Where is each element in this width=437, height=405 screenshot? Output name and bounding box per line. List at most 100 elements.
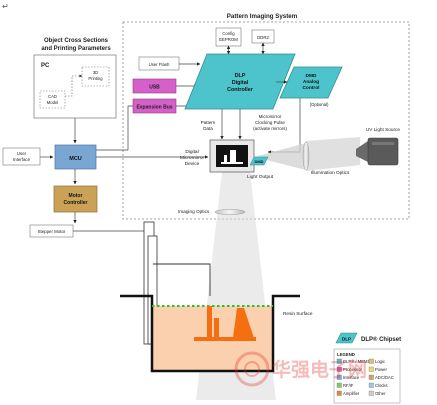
legend-label: RF/IF — [343, 383, 354, 388]
chipset-badge — [335, 332, 358, 344]
ddr2-label: DDR2 — [257, 35, 269, 40]
dlp-digital-controller — [184, 53, 296, 110]
mcu-to-expansion-link — [96, 105, 133, 151]
illumination-lens — [302, 141, 310, 171]
dmd-device-label-2: Micromirror — [180, 155, 205, 161]
legend-swatch — [368, 390, 374, 396]
illumination-beam — [306, 137, 360, 171]
micromirror-clock-label-2: Clocking Pulse — [255, 120, 285, 125]
legend-swatch — [336, 358, 342, 364]
printed-object-peak — [233, 308, 254, 338]
user-interface-label-1: User — [17, 151, 27, 156]
legend-title: LEGEND — [337, 352, 355, 357]
user-interface-box — [2, 147, 41, 166]
dmd-chip-badge — [249, 156, 269, 166]
user-interface-label-2: Interface — [13, 157, 31, 162]
dmd-pattern-bar-1 — [224, 155, 227, 164]
watermark-logo-ring — [234, 351, 270, 387]
printed-object-pillar — [207, 306, 212, 338]
object-cross-sections-title: Object Cross Sections — [44, 38, 109, 44]
pc-label: PC — [41, 63, 50, 69]
pattern-imaging-system-frame — [122, 21, 410, 220]
legend-swatch — [336, 366, 342, 372]
cad-to-printing-arrow — [65, 74, 83, 97]
legend-swatch — [336, 390, 342, 396]
printed-object-base — [194, 337, 256, 341]
watermark-text: 华强电子网 — [272, 358, 367, 381]
legend-label: Clocks — [375, 383, 388, 388]
watermark-logo-core — [244, 361, 260, 377]
3d-printing-label-2: Printing — [88, 76, 103, 81]
cad-model-label-2: Model — [47, 100, 58, 105]
legend-label: Interface — [343, 375, 360, 380]
legend-swatch — [368, 358, 374, 364]
imaging-lens — [214, 209, 246, 215]
user-flash-box — [138, 56, 180, 71]
pattern-data-label-2: Data — [203, 126, 213, 131]
legend-label: ADC/DAC — [375, 375, 394, 380]
build-arm — [153, 263, 211, 296]
stepper-motor-label: Stepper Motor — [38, 229, 66, 234]
uv-light-fin — [372, 142, 394, 145]
legend-box — [333, 348, 401, 404]
printed-object-mid — [214, 318, 219, 338]
legend-swatch — [368, 382, 374, 388]
motor-controller-label-2: Controller — [64, 200, 88, 206]
dmd-pattern-base — [221, 162, 243, 164]
expansion-bus-label: Expansion Bus — [136, 105, 172, 111]
dmd-analog-control — [279, 66, 343, 99]
cad-model-box — [39, 90, 66, 109]
legend-label: Other — [375, 391, 386, 396]
uv-light-label: UV Light Source — [366, 127, 401, 132]
watermark: 华强电子网 — [234, 351, 367, 387]
dmd-pattern-bar-2 — [230, 150, 236, 164]
config-eeprom-label-2: EEPROM — [219, 37, 238, 42]
micromirror-clock-label-3: (activate mirrors) — [253, 126, 287, 131]
dmd-device-label-1: Digital — [185, 149, 198, 155]
dlp-controller-label-2: Digital — [232, 80, 249, 86]
usb-label: USB — [149, 85, 160, 91]
legend-label: Amplifier — [343, 391, 360, 396]
dmd-device-label-3: Device — [185, 161, 200, 167]
chipset-label: DLP® Chipset — [361, 336, 401, 343]
legend-label: Power — [375, 367, 387, 372]
legend: LEGEND DLP® / MEMS ProcessorInterfaceRF/I… — [333, 348, 401, 404]
dmd-analog-label-1: DMD — [306, 73, 317, 79]
resin-vat — [120, 294, 300, 373]
dlp-controller-label-1: DLP — [235, 73, 246, 79]
micromirror-clock-label-1: Micromirror — [259, 114, 282, 119]
motor-controller-label-1: Motor — [69, 193, 83, 199]
legend-swatch — [336, 374, 342, 380]
user-flash-label: User Flash — [149, 62, 170, 67]
legend-swatch — [336, 382, 342, 388]
dmd-analog-optional: (Optional) — [310, 102, 329, 107]
imaging-optics-label: Imaging Optics — [178, 209, 210, 214]
mcu-label: MCU — [69, 156, 82, 162]
light-output-label: Light Output — [247, 174, 274, 180]
chipset-badge-label: DLP — [342, 337, 351, 342]
dmd-chip-label: DMD — [254, 159, 263, 164]
printing-parameters-title: and Printing Parameters — [41, 46, 111, 52]
legend-label: DLP® / MEMS — [343, 359, 370, 364]
legend-swatch — [368, 374, 374, 380]
uv-light-nozzle — [356, 141, 368, 162]
dmd-analog-label-2: Analog — [303, 79, 319, 85]
resin-surface-label: Resin Surface — [283, 311, 313, 316]
cad-model-label-1: CAD — [48, 94, 57, 99]
pattern-imaging-system-title: Pattern Imaging System — [227, 13, 298, 20]
pattern-data-label-1: Pattern — [201, 120, 216, 125]
legend-label: Logic — [375, 359, 385, 364]
illumination-beam-short — [254, 143, 306, 170]
config-eeprom-label-1: Config — [222, 31, 235, 36]
illumination-optics-label: Illumination Optics — [311, 170, 350, 175]
legend-label: Processor — [343, 367, 362, 372]
motor-controller-box — [53, 185, 98, 213]
corner-mark: ↵ — [2, 2, 9, 11]
mcu-box — [54, 144, 97, 170]
dlp-controller-label-3: Controller — [227, 87, 254, 93]
dmd-analog-label-3: Control — [302, 85, 319, 91]
legend-swatch — [368, 366, 374, 372]
3d-printing-label-1: 3D — [93, 70, 98, 75]
